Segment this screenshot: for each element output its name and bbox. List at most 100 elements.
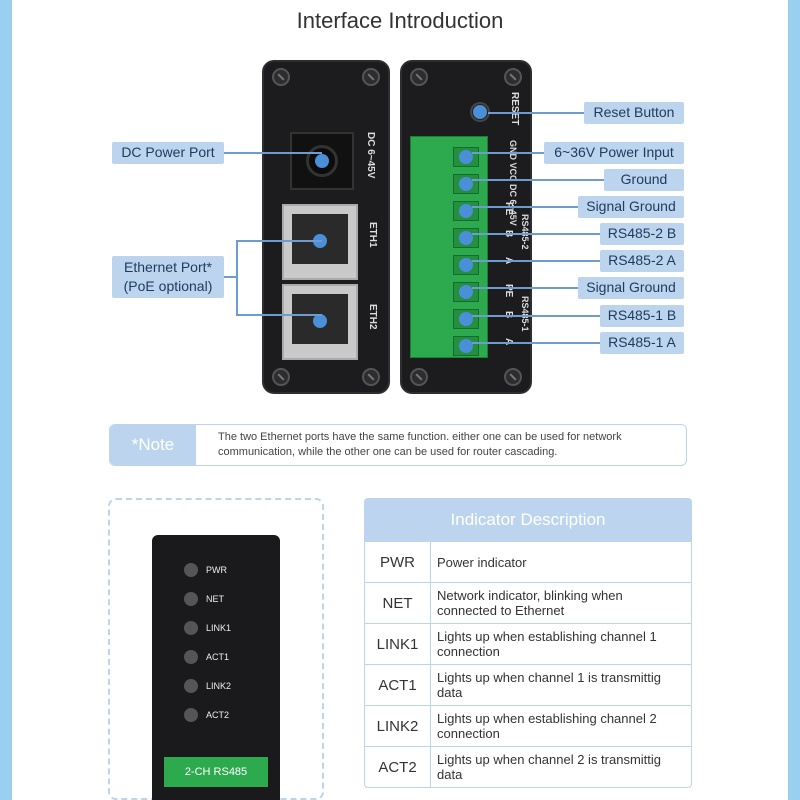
- ethernet-port-1: [282, 204, 358, 280]
- callout-line: [472, 315, 600, 317]
- dc-port-marker: [315, 154, 329, 168]
- product-sheet: Interface Introduction DC 6~45V ETH1 ETH…: [12, 0, 788, 800]
- callout-line: [236, 314, 322, 316]
- screw-icon: [362, 368, 380, 386]
- act2-led-icon: [184, 708, 198, 722]
- pwr-led-icon: [184, 563, 198, 577]
- screw-icon: [504, 368, 522, 386]
- terminal-slot: [453, 147, 479, 167]
- callout-line: [472, 260, 600, 262]
- indicator-desc: Lights up when channel 1 is transmittig …: [437, 670, 662, 700]
- terminal-slot: [453, 174, 479, 194]
- rs485-1-a-callout: RS485-1 A: [600, 332, 684, 354]
- screw-icon: [410, 368, 428, 386]
- act2-led-label: ACT2: [206, 710, 230, 720]
- indicator-name: ACT2: [365, 747, 431, 787]
- callout-line: [472, 233, 600, 235]
- pin-marker: [459, 312, 473, 326]
- terminal-slot: [453, 201, 479, 221]
- callout-line: [472, 342, 600, 344]
- terminal-slot: [453, 336, 479, 356]
- pin-marker: [459, 258, 473, 272]
- note-text: The two Ethernet ports have the same fun…: [218, 431, 622, 458]
- eth2-label: ETH2: [367, 304, 378, 330]
- table-row: LINK1 Lights up when establishing channe…: [365, 623, 691, 664]
- signal-ground-2-callout: Signal Ground: [578, 196, 684, 218]
- rs485-2-group-label: RS485-2: [520, 214, 530, 250]
- ethernet-port-title: Ethernet Port*: [124, 259, 212, 275]
- table-row: LINK2 Lights up when establishing channe…: [365, 705, 691, 746]
- terminal-block: [410, 136, 488, 358]
- rs485-2-b-callout: RS485-2 B: [600, 223, 684, 245]
- indicator-panel: PWR NET LINK1 ACT1 LINK2 ACT2 2-CH RS485: [152, 535, 280, 800]
- power-input-callout: 6~36V Power Input: [544, 142, 684, 164]
- eth1-label: ETH1: [367, 222, 378, 248]
- link1-led-icon: [184, 621, 198, 635]
- pin-marker: [459, 285, 473, 299]
- indicator-table-header: Indicator Description: [365, 499, 691, 541]
- indicator-desc: Lights up when establishing channel 2 co…: [437, 711, 657, 741]
- dc-voltage-label: DC 6~45V: [365, 132, 376, 179]
- rs485-2-a-callout: RS485-2 A: [600, 250, 684, 272]
- dc-jack-hole: [306, 145, 338, 177]
- indicator-name: ACT1: [365, 665, 431, 705]
- terminal-slot: [453, 255, 479, 275]
- ethernet-port-callout: Ethernet Port* (PoE optional): [112, 256, 224, 298]
- indicator-desc: Power indicator: [437, 554, 527, 570]
- callout-line: [488, 112, 584, 114]
- pin-marker: [459, 231, 473, 245]
- indicator-name: NET: [365, 583, 431, 623]
- callout-line: [472, 179, 604, 181]
- table-row: NET Network indicator, blinking when con…: [365, 582, 691, 623]
- net-led-icon: [184, 592, 198, 606]
- indicator-name: PWR: [365, 542, 431, 582]
- table-row: PWR Power indicator: [365, 541, 691, 582]
- reset-button: [470, 102, 490, 122]
- terminal-slot: [453, 282, 479, 302]
- act1-led-label: ACT1: [206, 652, 230, 662]
- indicator-table: Indicator Description PWR Power indicato…: [364, 498, 692, 788]
- callout-line: [236, 240, 238, 314]
- product-badge: 2-CH RS485: [164, 757, 268, 787]
- table-row: ACT1 Lights up when channel 1 is transmi…: [365, 664, 691, 705]
- indicator-name: LINK2: [365, 706, 431, 746]
- callout-line: [472, 287, 578, 289]
- link2-led-icon: [184, 679, 198, 693]
- left-device-face: DC 6~45V ETH1 ETH2: [262, 60, 390, 394]
- callout-line: [236, 240, 322, 242]
- rs485-1-b-callout: RS485-1 B: [600, 305, 684, 327]
- dc-power-port-callout: DC Power Port: [112, 142, 224, 164]
- link2-led-label: LINK2: [206, 681, 232, 691]
- eth2-port-marker: [313, 314, 327, 328]
- pwr-led-label: PWR: [206, 565, 227, 575]
- pin-label-pe-1: PE: [503, 284, 514, 298]
- dc-power-jack: [290, 132, 354, 190]
- pin-marker: [459, 150, 473, 164]
- reset-button-callout: Reset Button: [584, 102, 684, 124]
- screw-icon: [410, 68, 428, 86]
- reset-label: RESET: [509, 92, 520, 126]
- right-device-face: RESET GND VCC DC 6~45V PE B A PE B A RS4…: [400, 60, 532, 394]
- screw-icon: [504, 68, 522, 86]
- indicator-desc: Lights up when channel 2 is transmittig …: [437, 752, 662, 782]
- pin-marker: [459, 177, 473, 191]
- indicator-name: LINK1: [365, 624, 431, 664]
- indicator-desc: Network indicator, blinking when connect…: [437, 588, 623, 618]
- signal-ground-1-callout: Signal Ground: [578, 277, 684, 299]
- link1-led-label: LINK1: [206, 623, 232, 633]
- callout-line: [224, 152, 322, 154]
- ground-callout: Ground: [604, 169, 684, 191]
- page-title: Interface Introduction: [296, 8, 504, 33]
- indicator-desc: Lights up when establishing channel 1 co…: [437, 629, 657, 659]
- terminal-slot: [453, 309, 479, 329]
- pin-marker: [459, 339, 473, 353]
- screw-icon: [272, 68, 290, 86]
- callout-line: [224, 276, 236, 278]
- ethernet-port-2: [282, 284, 358, 360]
- rs485-1-group-label: RS485-1: [520, 296, 530, 332]
- table-row: ACT2 Lights up when channel 2 is transmi…: [365, 746, 691, 787]
- pin-marker: [459, 204, 473, 218]
- net-led-label: NET: [206, 594, 224, 604]
- screw-icon: [362, 68, 380, 86]
- terminal-slot: [453, 228, 479, 248]
